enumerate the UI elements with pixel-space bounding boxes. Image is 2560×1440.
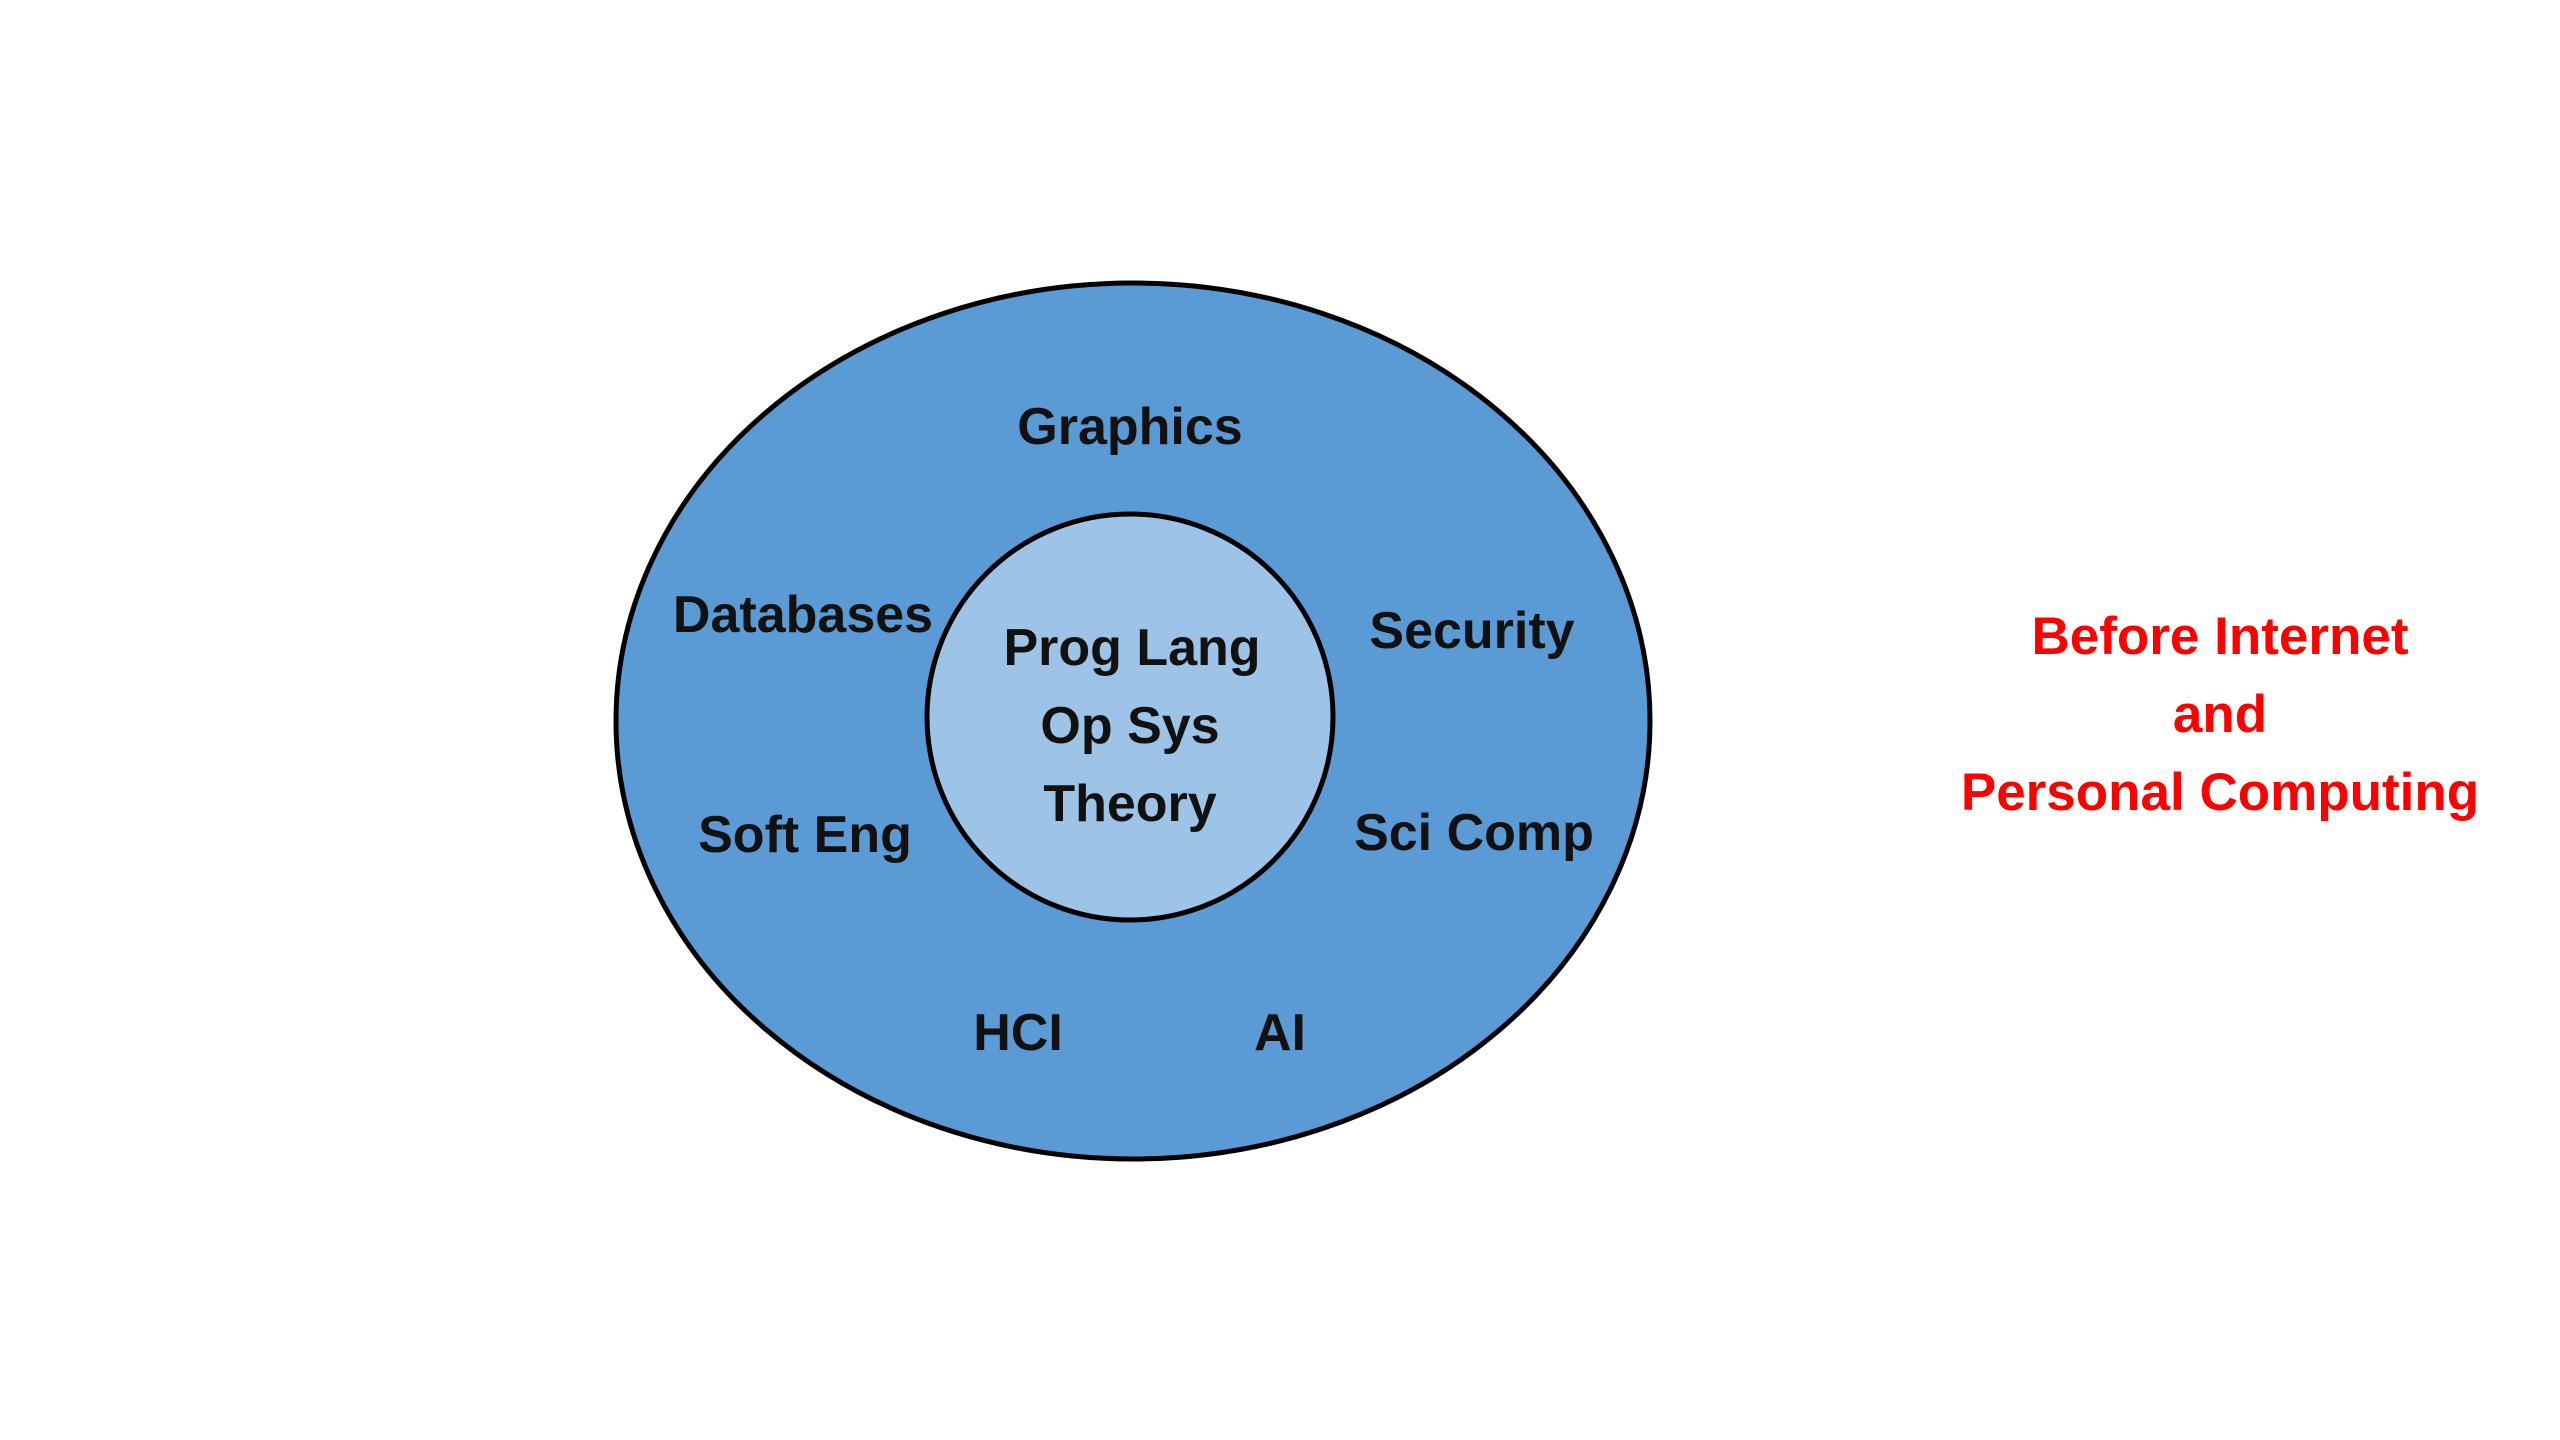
label-hci: HCI <box>973 1004 1063 1062</box>
era-caption: Before Internet and Personal Computing <box>1900 598 2540 832</box>
core-circle <box>924 511 1336 923</box>
label-databases: Databases <box>673 586 933 644</box>
label-soft-eng: Soft Eng <box>698 806 912 864</box>
label-graphics: Graphics <box>1017 398 1242 456</box>
label-sci-comp: Sci Comp <box>1354 804 1594 862</box>
caption-line-1: Before Internet <box>2031 607 2409 666</box>
core-label-prog-lang: Prog Lang <box>1003 619 1260 677</box>
core-label-theory: Theory <box>1043 775 1216 833</box>
caption-line-3: Personal Computing <box>1960 763 2480 822</box>
caption-line-2: and <box>2172 685 2268 744</box>
core-label-op-sys: Op Sys <box>1040 697 1219 755</box>
label-ai: AI <box>1254 1004 1306 1062</box>
label-security: Security <box>1369 602 1574 660</box>
